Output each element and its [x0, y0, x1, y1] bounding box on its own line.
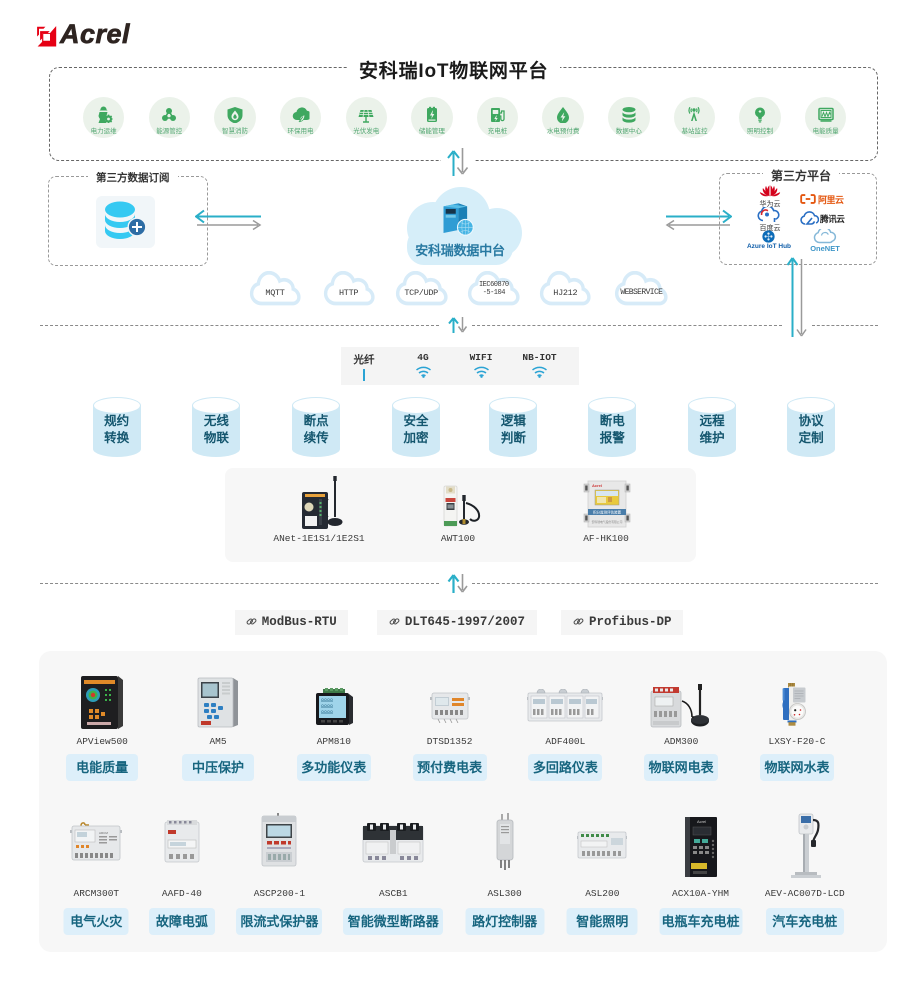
svg-text:8888: 8888 [321, 704, 333, 710]
svg-text:安科瑞电气股份有限公司: 安科瑞电气股份有限公司 [592, 520, 623, 524]
svg-text:积分监测评估装置: 积分监测评估装置 [593, 510, 621, 515]
svg-text:8888: 8888 [321, 710, 333, 716]
svg-text:ARCM: ARCM [99, 831, 108, 835]
svg-text:Acrel: Acrel [697, 819, 706, 824]
svg-text:Acrel: Acrel [592, 483, 602, 488]
svg-text:8888: 8888 [321, 698, 333, 704]
